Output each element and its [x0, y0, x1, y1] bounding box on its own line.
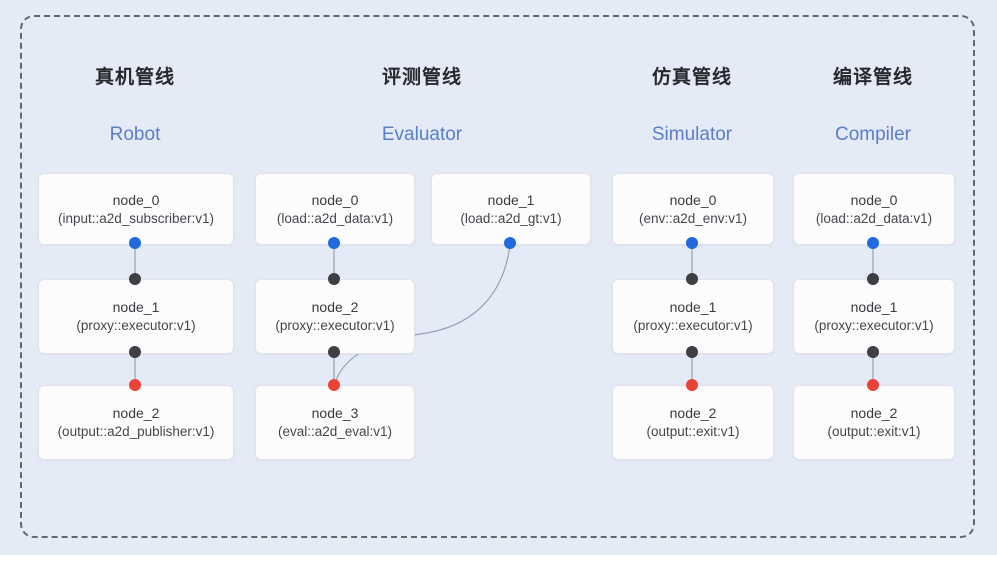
node-type: (eval::a2d_eval:v1): [277, 424, 393, 440]
dashed-border-frame: [20, 15, 975, 538]
input-port-dot: [867, 237, 879, 249]
node-robot-node2: node_2 (output::a2d_publisher:v1): [38, 385, 234, 460]
edge-evaluator-gt-to-eval: [334, 244, 511, 384]
node-name: node_0: [311, 191, 359, 208]
node-evaluator-node3: node_3 (eval::a2d_eval:v1): [255, 385, 415, 460]
node-name: node_0: [112, 191, 160, 208]
proxy-port-dot: [686, 346, 698, 358]
output-port-dot: [867, 379, 879, 391]
input-port-dot: [686, 237, 698, 249]
node-name: node_2: [850, 405, 898, 422]
node-simulator-node0: node_0 (env::a2d_env:v1): [612, 173, 774, 245]
proxy-port-dot: [867, 346, 879, 358]
node-type: (proxy::executor:v1): [633, 318, 753, 334]
proxy-port-dot: [328, 273, 340, 285]
node-type: (load::a2d_gt:v1): [460, 210, 562, 226]
node-compiler-node0: node_0 (load::a2d_data:v1): [793, 173, 955, 245]
node-compiler-node1: node_1 (proxy::executor:v1): [793, 279, 955, 354]
proxy-port-dot: [867, 273, 879, 285]
node-name: node_0: [669, 191, 717, 208]
node-type: (proxy::executor:v1): [275, 318, 395, 334]
proxy-port-dot: [129, 273, 141, 285]
node-type: (proxy::executor:v1): [814, 318, 934, 334]
node-type: (output::a2d_publisher:v1): [57, 424, 215, 440]
node-type: (input::a2d_subscriber:v1): [57, 210, 215, 226]
node-evaluator-node0: node_0 (load::a2d_data:v1): [255, 173, 415, 245]
node-name: node_3: [311, 405, 359, 422]
node-name: node_1: [112, 299, 160, 316]
node-name: node_1: [850, 299, 898, 316]
output-port-dot: [129, 379, 141, 391]
node-name: node_1: [669, 299, 717, 316]
node-simulator-node2: node_2 (output::exit:v1): [612, 385, 774, 460]
pipeline-title-zh-evaluator: 评测管线: [381, 67, 462, 88]
node-type: (output::exit:v1): [646, 424, 740, 440]
node-name: node_0: [850, 191, 898, 208]
output-port-dot: [328, 379, 340, 391]
pipeline-title-en-compiler: Compiler: [834, 124, 912, 145]
node-name: node_2: [669, 405, 717, 422]
pipeline-title-zh-simulator: 仿真管线: [651, 67, 732, 88]
pipeline-title-zh-compiler: 编译管线: [832, 67, 913, 88]
pipeline-title-zh-robot: 真机管线: [94, 67, 175, 88]
input-port-dot: [129, 237, 141, 249]
node-robot-node0: node_0 (input::a2d_subscriber:v1): [38, 173, 234, 245]
node-name: node_2: [112, 405, 160, 422]
node-simulator-node1: node_1 (proxy::executor:v1): [612, 279, 774, 354]
proxy-port-dot: [328, 346, 340, 358]
pipeline-title-en-robot: Robot: [109, 124, 161, 145]
node-robot-node1: node_1 (proxy::executor:v1): [38, 279, 234, 354]
node-evaluator-node2: node_2 (proxy::executor:v1): [255, 279, 415, 354]
node-name: node_1: [487, 191, 535, 208]
node-name: node_2: [311, 299, 359, 316]
input-port-dot: [328, 237, 340, 249]
pipeline-title-en-simulator: Simulator: [651, 124, 733, 145]
node-type: (output::exit:v1): [827, 424, 921, 440]
node-evaluator-node1: node_1 (load::a2d_gt:v1): [431, 173, 591, 245]
node-type: (load::a2d_data:v1): [276, 210, 394, 226]
pipeline-title-en-evaluator: Evaluator: [381, 124, 463, 145]
node-compiler-node2: node_2 (output::exit:v1): [793, 385, 955, 460]
proxy-port-dot: [129, 346, 141, 358]
node-type: (proxy::executor:v1): [76, 318, 196, 334]
node-type: (env::a2d_env:v1): [638, 210, 748, 226]
node-type: (load::a2d_data:v1): [815, 210, 933, 226]
proxy-port-dot: [686, 273, 698, 285]
input-port-dot: [504, 237, 516, 249]
output-port-dot: [686, 379, 698, 391]
